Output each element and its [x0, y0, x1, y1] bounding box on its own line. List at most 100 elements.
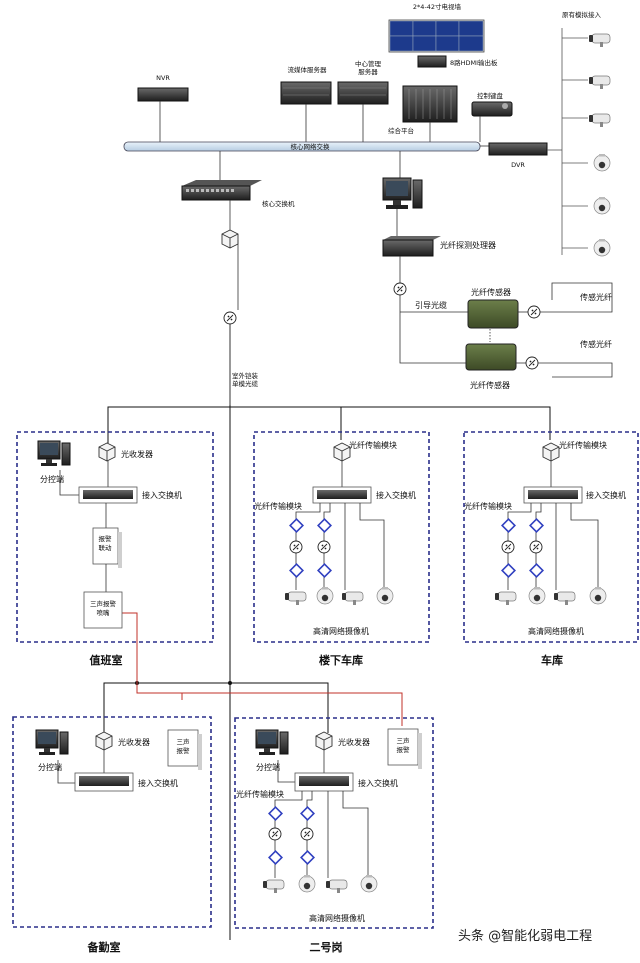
standby-client-pc	[35, 729, 69, 756]
standby-client-label: 分控端	[38, 762, 62, 772]
alarm-link-box	[92, 527, 119, 565]
sensing-optical-icon-2	[525, 356, 539, 370]
post2-fiber-module-3	[268, 850, 283, 865]
management-server-label: 中心管理服务器	[355, 59, 382, 76]
core-switch	[181, 185, 251, 201]
post2-switch-label: 接入交换机	[358, 778, 398, 788]
post2-fiber-module-2	[300, 806, 315, 821]
nvr-device	[137, 87, 189, 102]
hdmi-output-board	[417, 55, 447, 68]
room-garage-box	[463, 431, 639, 643]
post2-camera-4	[360, 874, 378, 893]
standby-access-switch	[79, 776, 129, 786]
room-duty-title: 值班室	[90, 653, 123, 667]
room-basement-title: 楼下车库	[319, 653, 363, 667]
post2-fiber-module-4	[300, 850, 315, 865]
duty-access-switch	[83, 490, 133, 499]
watermark: 头条 @智能化弱电工程	[458, 928, 592, 944]
tri-alarm-3-box	[387, 728, 419, 766]
post2-camera-label: 高清网络摄像机	[309, 913, 365, 923]
basement-access-switch	[317, 490, 367, 499]
core-optical-icon	[223, 311, 237, 325]
post2-fiber-module-label: 光纤传输模块	[236, 789, 284, 799]
garage-access-switch	[528, 490, 578, 499]
post2-transceiver-label: 光收发器	[338, 737, 370, 747]
nvr-label: NVR	[156, 74, 170, 82]
outdoor-cable-label: 室外铠装单模光缆	[232, 371, 259, 388]
basement-fiber-module2-label: 光纤传输模块	[254, 501, 302, 511]
dvr-label: DVR	[511, 161, 525, 169]
fiber-sensor-1	[467, 299, 519, 329]
sensing-optical-icon-1	[527, 305, 541, 319]
analog-cable	[561, 28, 588, 255]
sensing-fiber-2-label: 传感光纤	[580, 339, 612, 349]
garage-fiber-module-3	[501, 563, 516, 578]
fiber-workstation	[382, 177, 423, 209]
basement-fiber-module-label: 光纤传输模块	[349, 440, 397, 450]
standby-transceiver-label: 光收发器	[118, 737, 150, 747]
basement-fiber-module-4	[317, 563, 332, 578]
alarm-link-label: 报警联动	[99, 534, 113, 552]
room-basement-box	[253, 431, 430, 643]
control-keyboard	[471, 101, 513, 117]
platform-label: 综合平台	[388, 126, 414, 135]
post2-client-pc	[255, 729, 289, 756]
post2-fiber-module-1	[268, 806, 283, 821]
hdmi-board-label: 8路HDMI输出板	[450, 58, 498, 67]
duty-transceiver	[98, 442, 116, 462]
analog-camera-3	[588, 113, 611, 128]
garage-optical-2	[529, 540, 543, 554]
management-server	[337, 81, 389, 105]
tv-wall-label: 2*4-42寸电视墙	[413, 2, 462, 11]
basement-camera-label: 高清网络摄像机	[313, 626, 369, 636]
tri-alarm-2-label: 三声报警	[177, 737, 191, 755]
analog-dome-3	[593, 238, 611, 257]
basement-camera-3	[341, 591, 364, 606]
garage-fiber-module2-label: 光纤传输模块	[464, 501, 512, 511]
analog-dome-1	[593, 153, 611, 172]
basement-camera-4	[376, 586, 394, 605]
tv-wall	[388, 19, 485, 53]
duty-client-pc	[37, 440, 71, 467]
duty-client-label: 分控端	[40, 474, 64, 484]
room-duty-box	[16, 431, 214, 643]
fiber-sensor-1-label: 光纤传感器	[471, 287, 511, 297]
garage-camera-4	[589, 586, 607, 605]
keyboard-label: 控制键盘	[477, 91, 504, 100]
guide-optical-icon	[393, 282, 407, 296]
sensing-fiber-1-label: 传感光纤	[580, 292, 612, 302]
post2-optical-1	[268, 827, 282, 841]
fiber-processor-label: 光纤探测处理器	[440, 240, 496, 250]
garage-fiber-module-4	[529, 563, 544, 578]
garage-switch-label: 接入交换机	[586, 490, 626, 500]
garage-fiber-module-2	[529, 518, 544, 533]
dvr-device	[488, 142, 548, 156]
room-garage-title: 车库	[541, 653, 563, 667]
post2-transceiver	[315, 731, 333, 751]
fiber-detection-processor	[382, 239, 434, 257]
room-standby-box	[12, 716, 212, 928]
basement-fiber-module-2	[317, 518, 332, 533]
standby-switch-label: 接入交换机	[138, 778, 178, 788]
basement-switch-label: 接入交换机	[376, 490, 416, 500]
basement-fiber-module-1	[289, 518, 304, 533]
core-transceiver	[221, 229, 239, 249]
garage-transceiver	[542, 442, 560, 462]
garage-fiber-module-1	[501, 518, 516, 533]
post2-camera-1	[262, 879, 285, 894]
garage-camera-1	[494, 591, 517, 606]
duty-switch-label: 接入交换机	[142, 490, 182, 500]
garage-optical-1	[501, 540, 515, 554]
basement-camera-2	[316, 586, 334, 605]
basement-optical-1	[289, 540, 303, 554]
fiber-sensor-2	[465, 343, 517, 371]
media-server	[280, 81, 332, 105]
garage-camera-label: 高清网络摄像机	[528, 626, 584, 636]
room-post2-title: 二号岗	[310, 940, 343, 954]
standby-transceiver	[95, 731, 113, 751]
garage-camera-2	[528, 586, 546, 605]
analog-camera-2	[588, 75, 611, 90]
basement-camera-1	[284, 591, 307, 606]
